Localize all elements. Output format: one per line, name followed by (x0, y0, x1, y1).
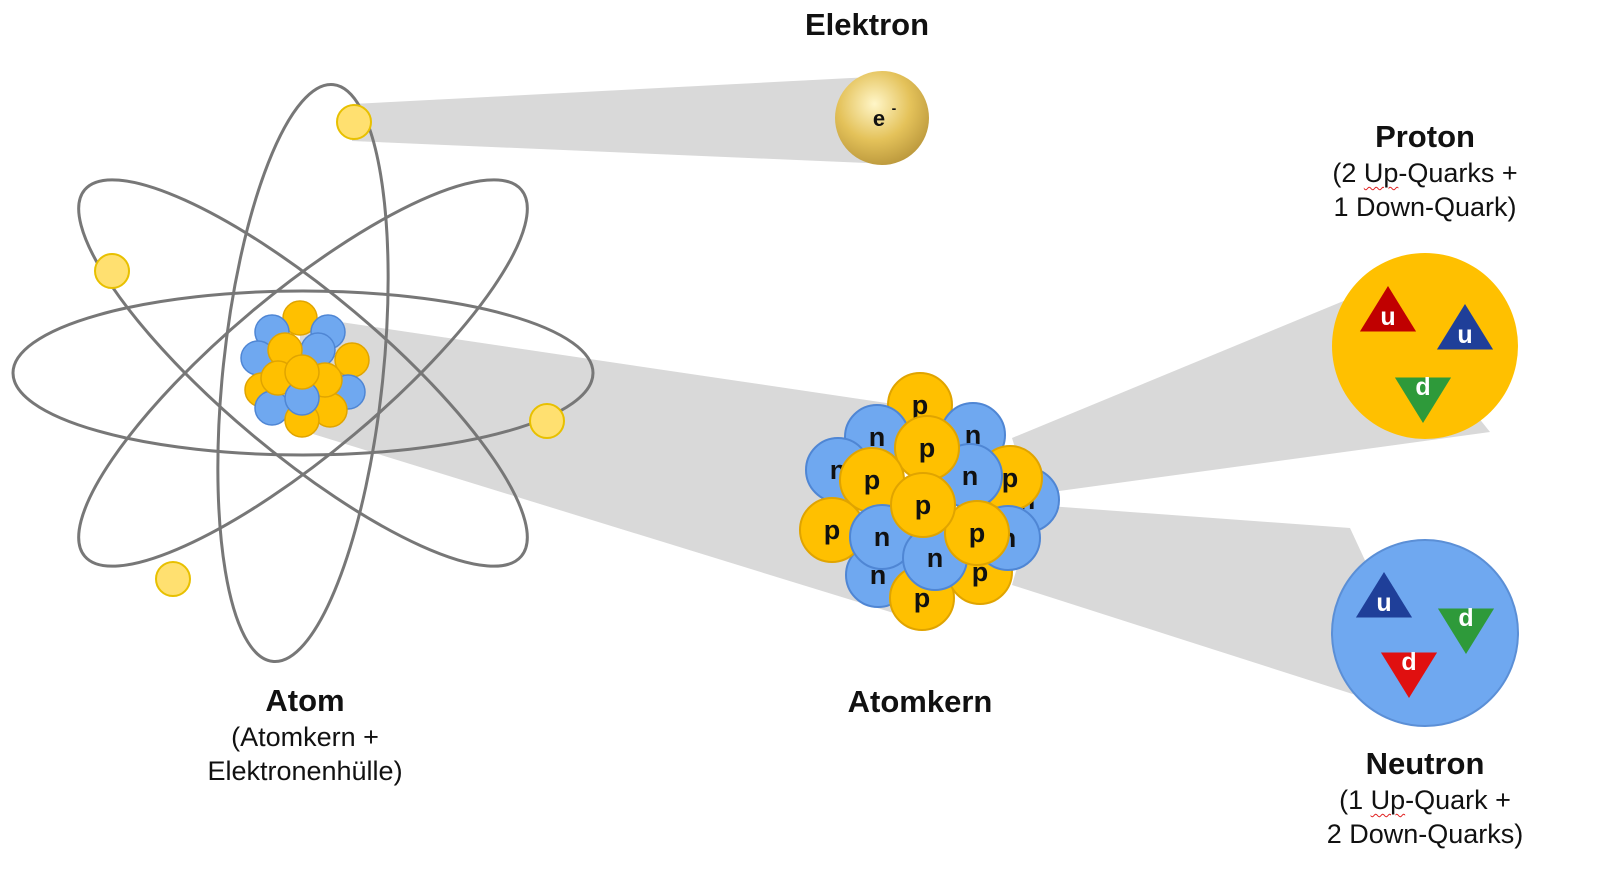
atomkern-title: Atomkern (847, 684, 993, 719)
quark-letter: u (1457, 321, 1472, 349)
orbit-diagonal-b (77, 178, 529, 568)
down-quark: d (1437, 604, 1495, 654)
nucleon-letter: p (1002, 463, 1019, 493)
quark-letter: d (1415, 373, 1430, 401)
neutron-desc-prefix: (1 (1339, 784, 1371, 815)
electron (94, 253, 130, 289)
nucleon-letter: p (864, 465, 881, 495)
proton-ball-small (284, 354, 320, 390)
neutron-circle (1331, 539, 1519, 727)
quark-letter: u (1380, 303, 1395, 331)
neutron-description: (1 Up-Quark + (1285, 784, 1565, 818)
neutron-title: Neutron (1365, 746, 1485, 781)
quark-triangle (1355, 572, 1413, 618)
nucleus-detail: pnnnnpnnppnpppnnpp (799, 372, 1060, 631)
electron-zoom-beam (352, 76, 890, 164)
neutron-quarks: u d d (1355, 572, 1495, 698)
nucleon-letter: n (927, 543, 944, 573)
proton-description: (2 Up-Quarks + (1285, 157, 1565, 191)
nucleon-letter: p (912, 390, 929, 420)
neutron-zoom-beam (1012, 505, 1440, 722)
nucleon-letter: n (874, 522, 891, 552)
neutron-desc-up: Up (1370, 784, 1406, 815)
proton-sphere: p (894, 415, 960, 481)
electron-detail: e - (835, 71, 929, 165)
proton-sphere: p (890, 472, 956, 538)
quark-letter: d (1401, 648, 1416, 676)
electron (336, 104, 372, 140)
quark-letter: d (1458, 604, 1473, 632)
down-quark: d (1394, 373, 1452, 423)
proton-sphere: p (944, 500, 1010, 566)
proton-desc-prefix: (2 (1332, 157, 1364, 188)
nucleus-zoom-beam (300, 316, 900, 615)
electron-symbol: e (873, 106, 885, 131)
atom-electrons (94, 104, 565, 597)
proton-sphere: p (799, 497, 865, 563)
orbit-diagonal-a (77, 178, 529, 568)
atom-desc-line1: (Atomkern + (231, 721, 379, 752)
proton-desc-up: Up (1363, 157, 1399, 188)
electron (529, 403, 565, 439)
proton-label: Proton (2 Up-Quarks + 1 Down-Quark) (1285, 118, 1565, 224)
quark-triangle (1437, 608, 1495, 654)
nucleon-letter: p (914, 583, 931, 613)
orbit-horizontal (11, 289, 595, 457)
proton-ball (944, 500, 1010, 566)
electron-circle (835, 71, 929, 165)
up-quark: u (1436, 304, 1494, 350)
neutron-desc-line2: 2 Down-Quarks) (1326, 818, 1524, 849)
quark-triangle (1394, 377, 1452, 423)
atom-label: Atom (Atomkern + Elektronenhülle) (160, 682, 450, 788)
nucleon-letter: p (824, 515, 841, 545)
quark-triangle (1380, 652, 1438, 698)
proton-ball (890, 472, 956, 538)
up-quark: u (1359, 286, 1417, 332)
atom-title: Atom (265, 683, 345, 718)
electron-orbits (11, 82, 595, 664)
atom-nucleus-small (240, 300, 370, 438)
proton-desc-rest: -Quarks + (1398, 157, 1518, 188)
quark-letter: u (1376, 589, 1391, 617)
nucleon-letter: p (969, 518, 986, 548)
atom-desc-line2: Elektronenhülle) (207, 755, 403, 786)
up-quark: u (1355, 572, 1413, 618)
orbit-vertical (216, 82, 390, 664)
neutron-label: Neutron (1 Up-Quark + 2 Down-Quarks) (1285, 745, 1565, 851)
proton-detail: uud (1332, 253, 1518, 439)
nucleon-letter: p (919, 433, 936, 463)
electron (155, 561, 191, 597)
proton-desc-line2: 1 Down-Quark) (1333, 191, 1517, 222)
proton-quarks: uud (1359, 286, 1494, 423)
neutron-desc-rest: -Quark + (1405, 784, 1511, 815)
electron-charge: - (892, 100, 897, 116)
nucleon-letter: n (965, 420, 982, 450)
nucleon-letter: n (869, 422, 886, 452)
nucleon-letter: p (915, 490, 932, 520)
nucleon-letter: n (962, 461, 979, 491)
down-quark: d (1380, 648, 1438, 698)
quark-triangle (1359, 286, 1417, 332)
electron-title: Elektron (804, 7, 930, 42)
quark-triangle (1436, 304, 1494, 350)
proton-ball-small (282, 300, 318, 336)
proton-title: Proton (1375, 119, 1475, 154)
proton-circle (1332, 253, 1518, 439)
neutron-detail: u d d (1331, 539, 1519, 727)
neutron-ball-small (254, 390, 290, 426)
